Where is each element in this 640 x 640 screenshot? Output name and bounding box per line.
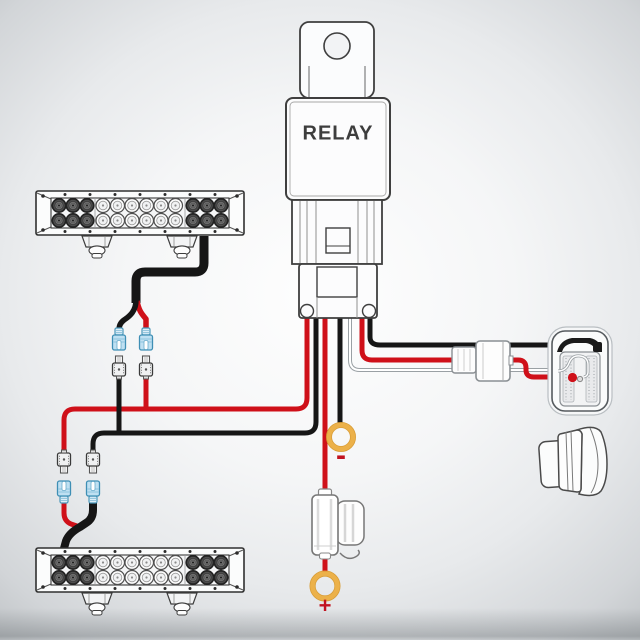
switch-black-terminal-cap	[557, 338, 602, 352]
rocker-switch-back	[547, 326, 613, 416]
rocker-switch-front	[538, 426, 608, 497]
relay-label: RELAY	[302, 122, 374, 145]
switch-inline-connector	[451, 340, 514, 382]
switch-front-body	[575, 426, 608, 497]
relay-socket	[298, 263, 378, 319]
male-spade-icon	[138, 355, 154, 380]
harness-wires	[59, 236, 570, 574]
switch-wires	[348, 317, 570, 380]
inline-fuse-holder	[311, 488, 365, 560]
relay-mounting-tab	[299, 21, 375, 99]
relay	[285, 21, 391, 319]
relay-mounting-hole	[323, 32, 351, 60]
relay-red-feed-wire	[61, 317, 310, 451]
quick-disconnect-lower-pair	[56, 449, 101, 504]
led-light-bar-top	[36, 191, 244, 258]
positive-terminal-label: +	[318, 593, 332, 618]
relay-black-feed-wire	[90, 317, 319, 451]
ring-terminal-negative	[325, 421, 356, 452]
led-light-bar-bottom	[36, 548, 244, 615]
negative-terminal-label: -	[336, 439, 346, 472]
ring-terminal-positive	[309, 570, 341, 602]
fuse-clip	[339, 549, 360, 560]
blue-female-spade-icon	[111, 327, 127, 351]
switch-front-rocker	[557, 429, 583, 493]
quick-disconnect-upper-pair	[111, 327, 154, 380]
blue-female-spade-icon	[56, 480, 72, 504]
blue-female-spade-icon	[85, 480, 101, 504]
top-bar-cable	[116, 236, 209, 332]
relay-base	[291, 199, 383, 265]
blue-female-spade-icon	[138, 327, 154, 351]
male-spade-icon	[56, 449, 72, 474]
bottom-bar-cable	[59, 502, 97, 554]
male-spade-icon	[111, 355, 127, 380]
switch-red-terminal	[567, 372, 578, 383]
male-spade-icon	[85, 449, 101, 474]
fuse-cap	[335, 500, 365, 546]
relay-body	[285, 97, 391, 201]
